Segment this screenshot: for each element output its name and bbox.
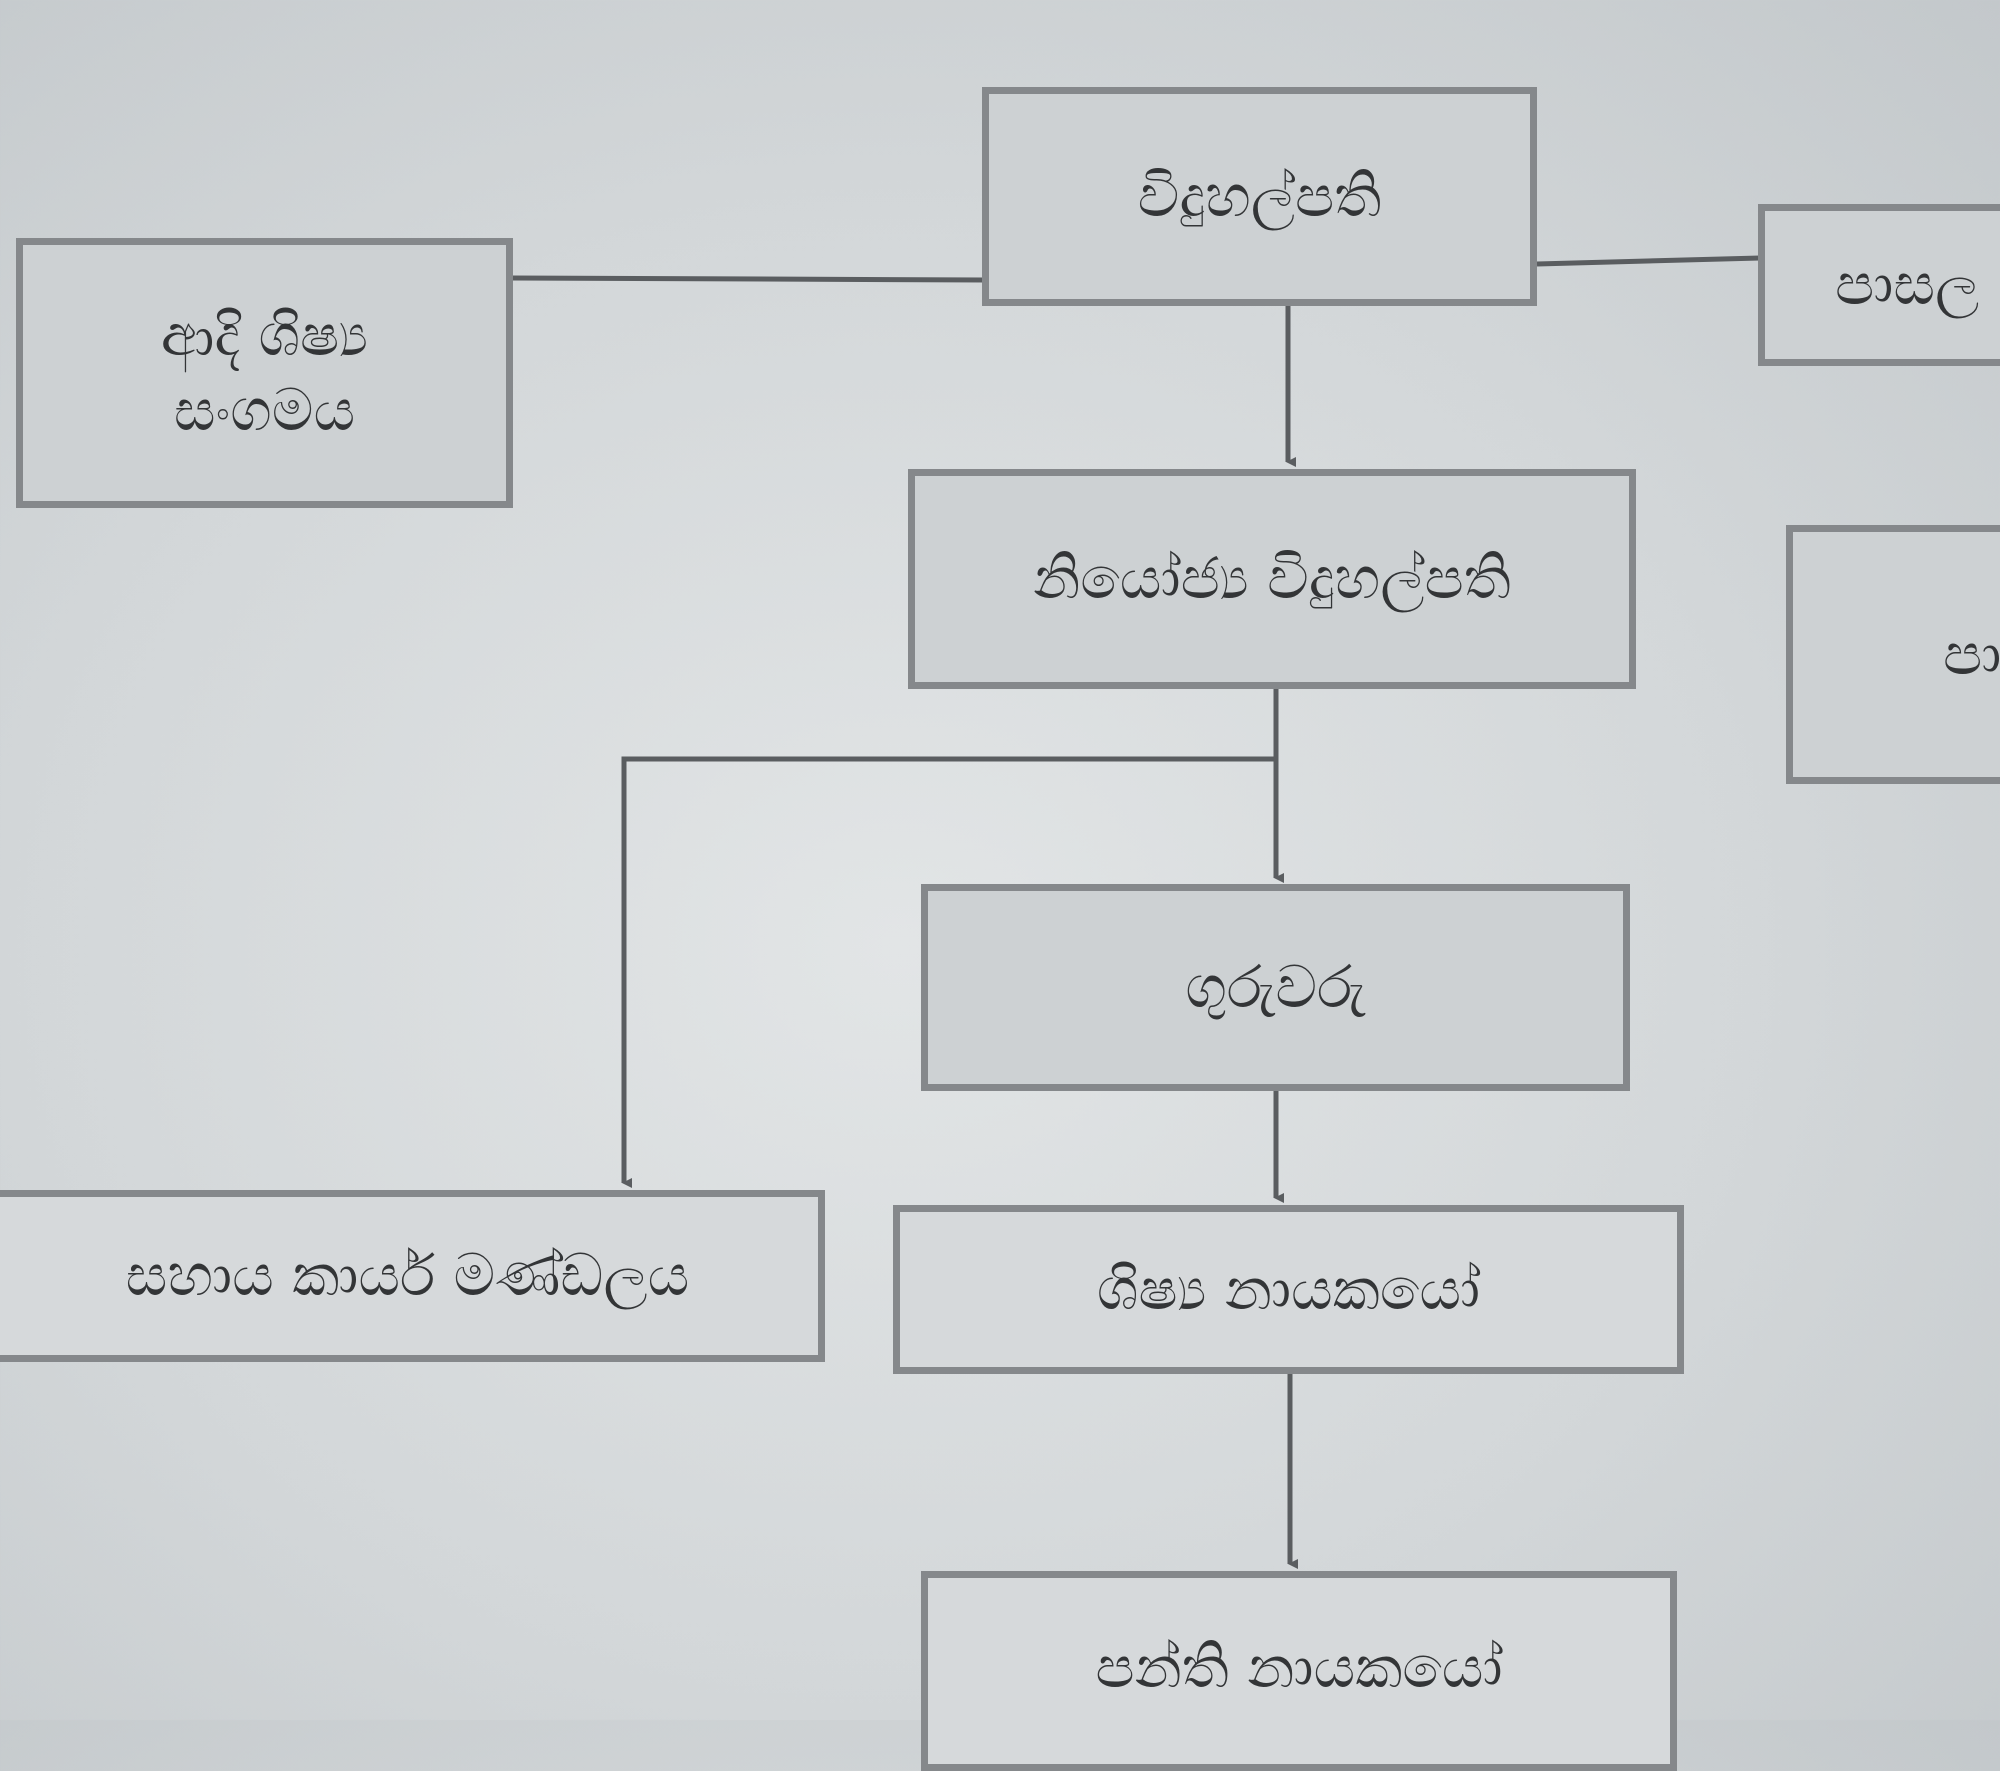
arrow-deputy-support-staff: [621, 756, 1276, 1188]
node-teachers-label: ගුරුවරු: [1185, 952, 1366, 1021]
line-principal-past-pupils: [512, 275, 986, 283]
node-principal: විදුහල්පති: [982, 87, 1537, 306]
node-right-top-partial: පාසල: [1758, 204, 2000, 366]
node-student-leaders: ශිෂ්‍ය නායකයෝ: [893, 1205, 1684, 1374]
node-past-pupils-label-line2: සංගමය: [173, 376, 356, 444]
node-student-leaders-label: ශිෂ්‍ය නායකයෝ: [1096, 1254, 1481, 1323]
node-deputy-principal-label: නියෝජ්‍ය විදුහල්පති: [1033, 544, 1511, 613]
node-support-staff-label: සහාය කාර්ය මණ්ඩලය: [125, 1241, 690, 1310]
node-principal-label: විදුහල්පති: [1137, 161, 1382, 230]
node-class-leaders-label: පන්ති නායකයෝ: [1095, 1633, 1503, 1701]
node-right-middle-label: පා: [1943, 619, 2000, 688]
node-right-top-label: පාසල: [1835, 250, 1980, 319]
node-deputy-principal: නියෝජ්‍ය විදුහල්පති: [908, 469, 1636, 689]
node-past-pupils-association: ආදි ශිෂ්‍ය සංගමය: [16, 238, 513, 508]
node-support-staff: සහාය කාර්ය මණ්ඩලය: [0, 1190, 825, 1362]
node-past-pupils-label-line1: ආදි ශිෂ්‍ය: [160, 300, 369, 369]
line-principal-right: [1536, 255, 1761, 267]
node-right-middle-partial: පා: [1786, 525, 2000, 784]
node-class-leaders: පන්ති නායකයෝ: [921, 1571, 1677, 1771]
node-teachers: ගුරුවරු: [921, 884, 1630, 1091]
connector-lines: [512, 255, 1761, 1569]
